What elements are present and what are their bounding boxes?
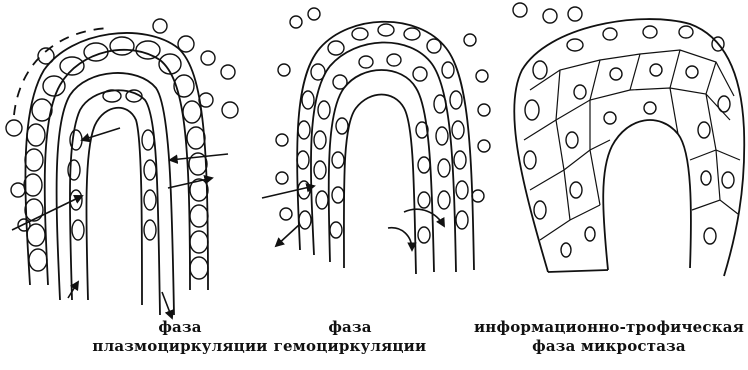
caption-plasma-circulation: фаза плазмоциркуляции bbox=[90, 318, 270, 356]
diapedesis-arrows bbox=[262, 186, 444, 250]
caption-microstasis: информационно-трофическая фаза микростаз… bbox=[470, 318, 748, 356]
cell-network bbox=[524, 50, 740, 240]
panel-plasma-circulation bbox=[6, 19, 238, 318]
capillary-wall bbox=[57, 73, 174, 315]
caption-hemo-line1: фаза bbox=[250, 318, 450, 337]
caption-microstasis-line2: фаза микростаза bbox=[470, 337, 748, 356]
tissue-outline bbox=[514, 19, 744, 276]
caption-hemo-circulation: фаза гемоциркуляции bbox=[250, 318, 450, 356]
caption-hemo-line2: гемоциркуляции bbox=[250, 337, 450, 356]
free-cells bbox=[276, 8, 490, 220]
panel-microstasis bbox=[513, 3, 744, 276]
outer-cell-layer bbox=[25, 33, 208, 290]
caption-plasma-line2: плазмоциркуляции bbox=[90, 337, 270, 356]
blood-cells bbox=[297, 24, 468, 243]
filtration-arrows bbox=[12, 128, 228, 318]
caption-plasma-line1: фаза bbox=[90, 318, 270, 337]
panel-hemo-circulation bbox=[262, 8, 490, 274]
caption-microstasis-line1: информационно-трофическая bbox=[470, 318, 748, 337]
